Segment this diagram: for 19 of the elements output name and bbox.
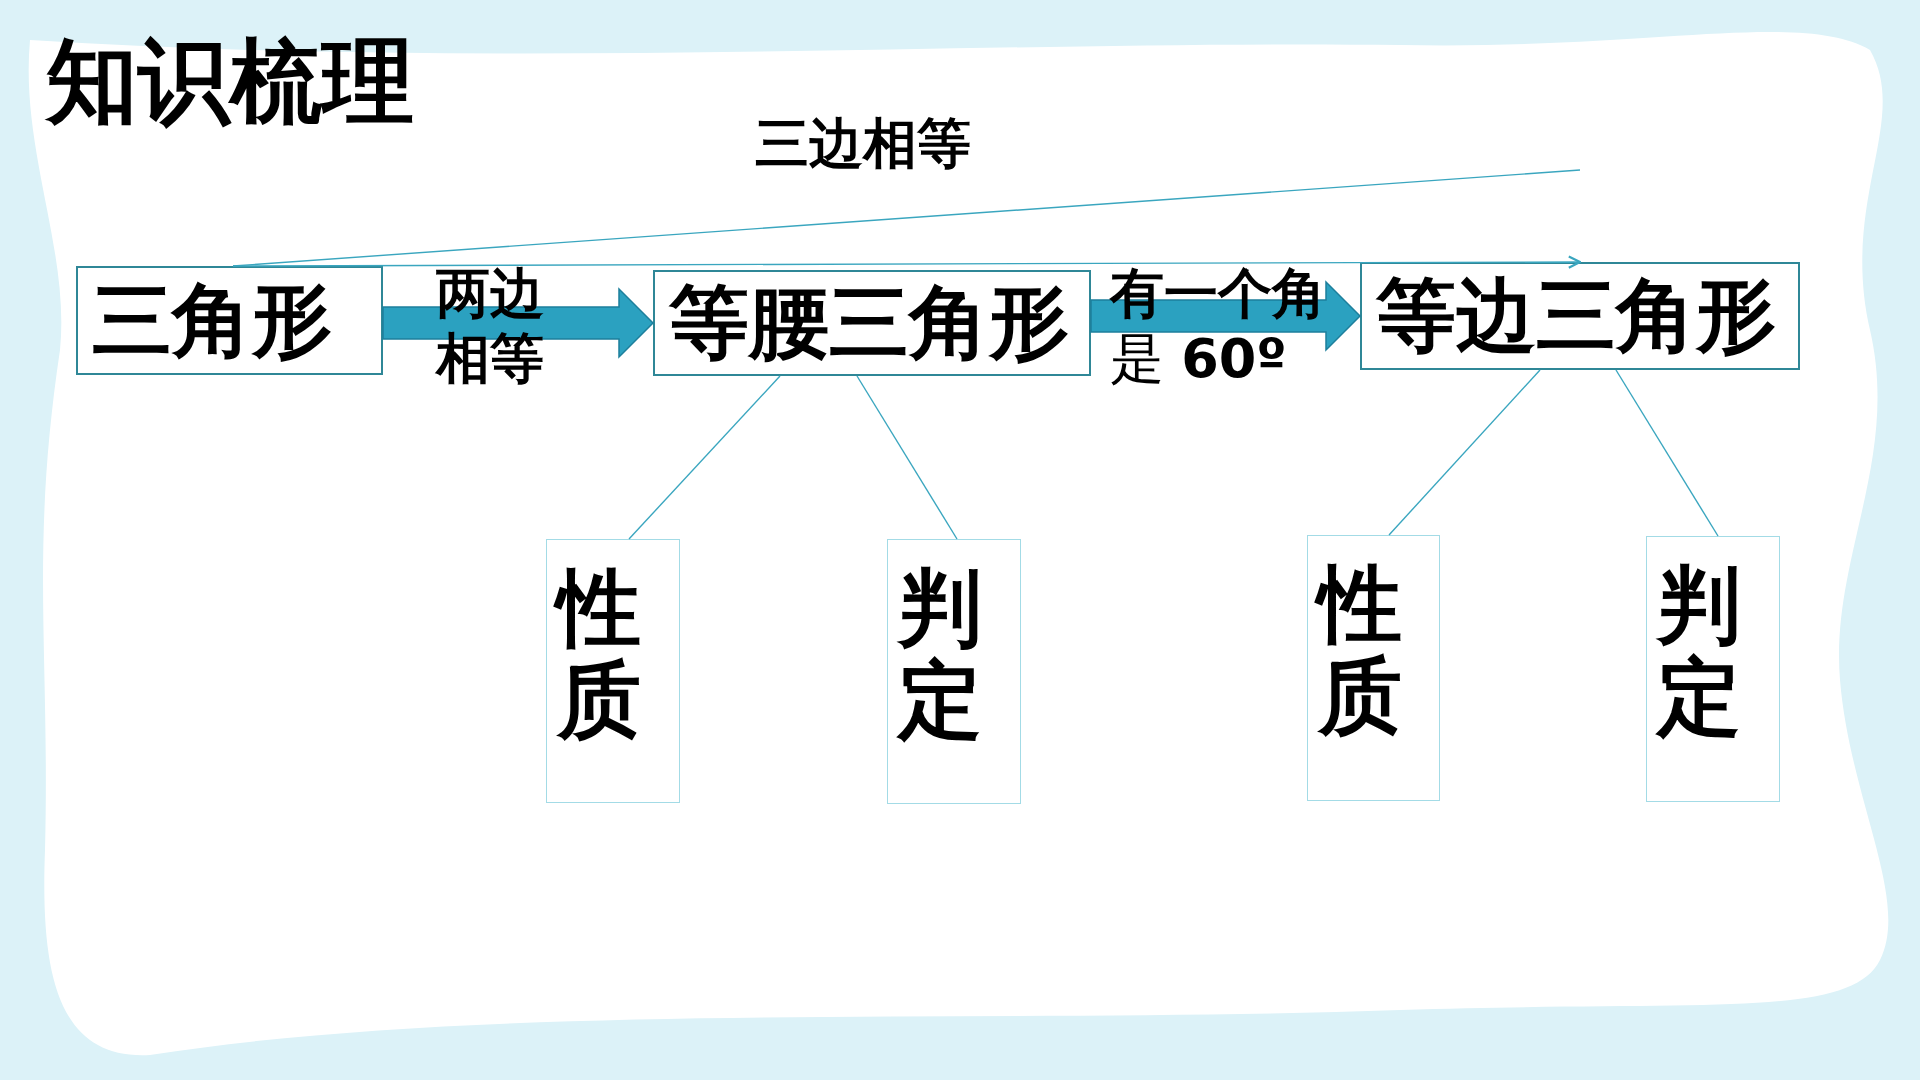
concept-box (1360, 262, 1800, 370)
vertical-text: 判定 (898, 562, 982, 747)
concept-text: 等腰三角形 (669, 283, 1069, 363)
connector-line (856, 375, 958, 540)
title: 知识梳理 (46, 36, 414, 128)
connector-line (628, 375, 781, 540)
connector-line (1615, 369, 1719, 537)
concept-text: 等边三角形 (1376, 276, 1776, 356)
category-box (1646, 536, 1780, 802)
connector-line (232, 169, 1581, 267)
category-box (887, 539, 1021, 804)
concept-box (653, 270, 1091, 376)
concept-text: 三角形 (92, 280, 332, 361)
concept-box (76, 266, 383, 375)
category-box (546, 539, 680, 803)
connector-line (1388, 369, 1541, 536)
vertical-text: 判定 (1657, 559, 1741, 744)
category-box (1307, 535, 1440, 801)
edge-label: 三边相等 (755, 112, 971, 177)
